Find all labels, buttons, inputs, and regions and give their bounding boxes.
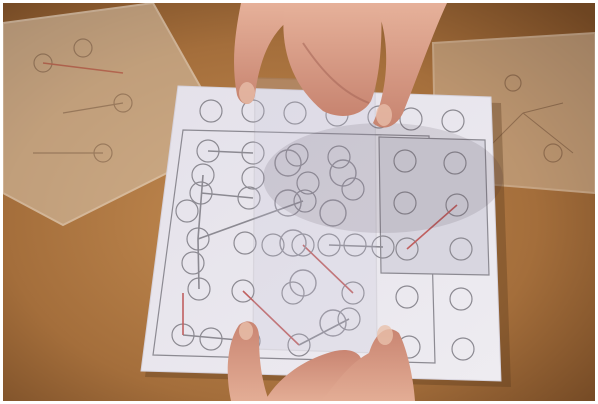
photo-scene: [3, 3, 595, 401]
paper-edge-line: [198, 239, 199, 289]
